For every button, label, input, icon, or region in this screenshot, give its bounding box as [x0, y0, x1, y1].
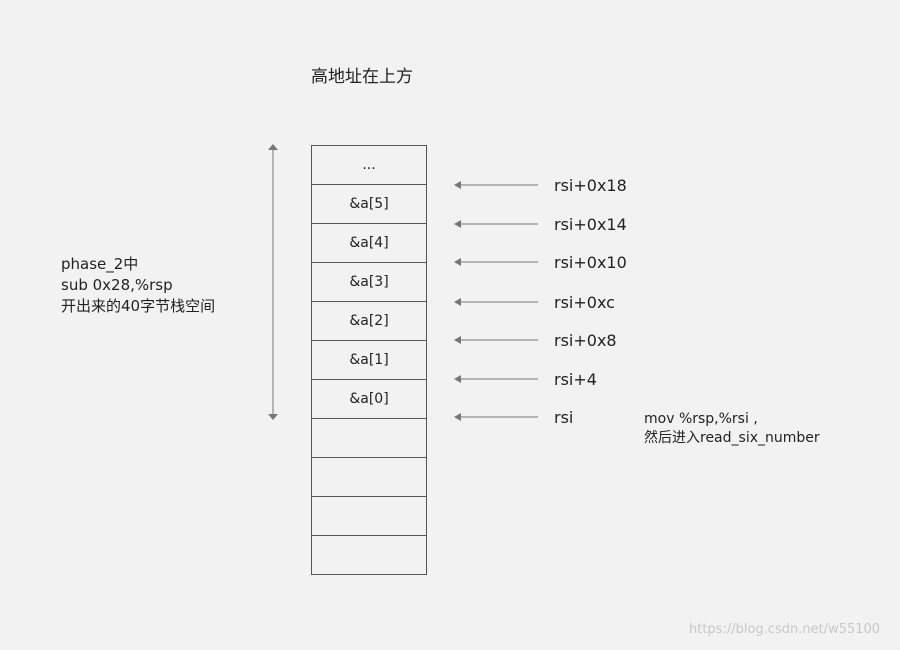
double-arrow-icon: [268, 144, 278, 420]
mov-note-line-2: 然后进入read_six_number: [644, 430, 820, 446]
offset-pointer: rsi: [454, 407, 573, 427]
left-arrow-icon: [454, 369, 540, 389]
left-arrow-icon: [454, 407, 540, 427]
offset-pointer: rsi+0x18: [454, 175, 627, 195]
left-arrow-icon: [454, 214, 540, 234]
note-line-3: 开出来的40字节栈空间: [61, 297, 216, 315]
stack-cell: &a[4]: [312, 224, 426, 263]
offset-label: rsi: [554, 407, 574, 427]
offset-pointer: rsi+0x8: [454, 330, 617, 350]
offset-pointer: rsi+0x14: [454, 214, 627, 234]
diagram-title: 高地址在上方: [311, 67, 413, 87]
offset-pointer: rsi+4: [454, 369, 597, 389]
stack-cell: ...: [312, 146, 426, 185]
mov-note-line-1: mov %rsp,%rsi ,: [644, 411, 758, 427]
stack-cell: &a[1]: [312, 341, 426, 380]
stack-frame: ... &a[5] &a[4] &a[3] &a[2] &a[1] &a[0]: [311, 145, 427, 575]
stack-space-note: phase_2中 sub 0x28,%rsp 开出来的40字节栈空间: [61, 254, 215, 317]
offset-label: rsi+0x14: [554, 214, 627, 234]
offset-label: rsi+0x10: [554, 252, 627, 272]
stack-cell: &a[3]: [312, 263, 426, 302]
offset-label: rsi+0x18: [554, 175, 627, 195]
left-arrow-icon: [454, 330, 540, 350]
stack-cell: &a[0]: [312, 380, 426, 419]
stack-cell: [312, 458, 426, 497]
offset-label: rsi+0x8: [554, 330, 617, 350]
offset-pointer: rsi+0xc: [454, 292, 615, 312]
offset-label: rsi+0xc: [554, 292, 615, 312]
watermark: https://blog.csdn.net/w55100: [689, 622, 881, 637]
stack-cell: [312, 497, 426, 536]
stack-cell: [312, 536, 426, 574]
left-arrow-icon: [454, 252, 540, 272]
stack-cell: &a[5]: [312, 185, 426, 224]
note-line-1: phase_2中: [61, 255, 139, 273]
mov-instruction-note: mov %rsp,%rsi , 然后进入read_six_number: [644, 410, 820, 448]
left-arrow-icon: [454, 175, 540, 195]
stack-cell: &a[2]: [312, 302, 426, 341]
note-line-2: sub 0x28,%rsp: [61, 276, 173, 294]
left-arrow-icon: [454, 292, 540, 312]
offset-label: rsi+4: [554, 369, 597, 389]
stack-cell: [312, 419, 426, 458]
offset-pointer: rsi+0x10: [454, 252, 627, 272]
